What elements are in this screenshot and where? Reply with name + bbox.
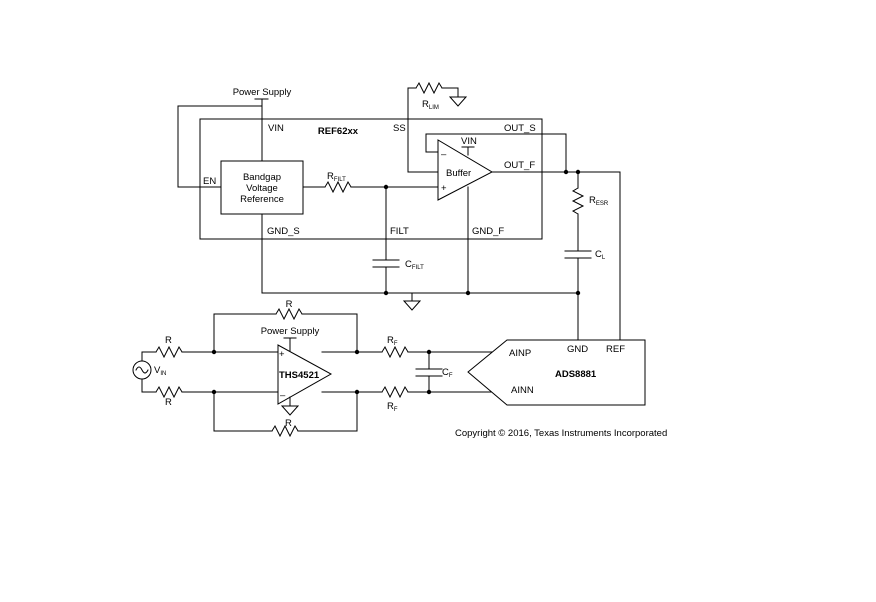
ads8881-adc bbox=[467, 339, 646, 406]
main-ground-icon bbox=[402, 300, 422, 311]
amp-minus-label: – bbox=[280, 390, 286, 401]
power-supply-amp-label: Power Supply bbox=[261, 326, 320, 337]
r-top-label: R bbox=[286, 299, 293, 310]
ths4521-title: THS4521 bbox=[279, 370, 320, 381]
r-in-bottom-label: R bbox=[165, 397, 172, 408]
node-out-top bbox=[354, 349, 360, 355]
rfilt-label: RFILT bbox=[327, 171, 346, 183]
en-wire bbox=[177, 105, 263, 188]
node-gnd-cl bbox=[575, 290, 581, 296]
node-gnd-f bbox=[465, 290, 471, 296]
source-bottom-wire bbox=[141, 378, 157, 393]
feedback-top-right-wire bbox=[301, 313, 358, 353]
ads8881-title: ADS8881 bbox=[555, 369, 597, 380]
ths4521-block: R R R R Power Supply VIN THS4521 + – RF … bbox=[132, 299, 646, 438]
en-label: EN bbox=[203, 176, 216, 187]
rlim-gnd-wire bbox=[441, 87, 459, 98]
power-supply-top-label: Power Supply bbox=[233, 87, 292, 98]
ref62xx-block: Power Supply VIN REF62xx SS OUT_S OUT_F … bbox=[177, 81, 621, 341]
feedback-resistor-bottom bbox=[271, 424, 299, 438]
vin-source-label: VIN bbox=[154, 365, 166, 377]
rf-resistor-top bbox=[381, 345, 409, 359]
gnd-f-label: GND_F bbox=[472, 226, 504, 237]
ainp-label: AINP bbox=[509, 348, 531, 359]
rlim-resistor bbox=[415, 81, 443, 95]
out-s-feedback-wire bbox=[425, 133, 567, 173]
resr-label: RESR bbox=[589, 195, 609, 207]
rf-bottom-label: RF bbox=[387, 401, 398, 413]
r-in-top-label: R bbox=[165, 335, 172, 346]
amp-plus-label: + bbox=[279, 349, 285, 360]
ref62xx-title: REF62xx bbox=[318, 126, 359, 137]
copyright-text: Copyright © 2016, Texas Instruments Inco… bbox=[455, 428, 667, 439]
input-resistor-top bbox=[155, 345, 183, 359]
ref-vin-label: VIN bbox=[268, 123, 284, 134]
cl-label: CL bbox=[595, 249, 606, 261]
cf-label: CF bbox=[442, 367, 453, 379]
feedback-resistor-top bbox=[275, 307, 303, 321]
node-out-s bbox=[563, 169, 569, 175]
rf-resistor-bottom bbox=[381, 385, 409, 399]
amp-ground-icon bbox=[280, 405, 300, 416]
rlim-ground-icon bbox=[448, 96, 468, 107]
rfilt-resistor bbox=[324, 180, 352, 194]
source-top-wire bbox=[141, 351, 157, 362]
rlim-label: RLIM bbox=[422, 99, 439, 111]
resr-resistor bbox=[571, 187, 585, 215]
input-resistor-bottom bbox=[155, 385, 183, 399]
cfilt-label: CFILT bbox=[405, 259, 424, 271]
ref-adc-label: REF bbox=[606, 344, 625, 355]
bandgap-label-3: Reference bbox=[240, 194, 284, 205]
r-bottom-label: R bbox=[285, 418, 292, 429]
node-gnd-cfilt bbox=[383, 290, 389, 296]
bandgap-label-1: Bandgap bbox=[243, 172, 281, 183]
ainn-label: AINN bbox=[511, 385, 534, 396]
ss-label: SS bbox=[393, 123, 406, 134]
node-out-bottom bbox=[354, 389, 360, 395]
sine-glyph bbox=[135, 366, 149, 374]
filt-label: FILT bbox=[390, 226, 409, 237]
ths4521-amplifier bbox=[277, 344, 333, 405]
feedback-top-left-wire bbox=[213, 313, 277, 353]
buffer-amplifier bbox=[437, 139, 494, 201]
buffer-label: Buffer bbox=[446, 168, 471, 179]
gnd-adc-label: GND bbox=[567, 344, 588, 355]
buffer-vin-label: VIN bbox=[461, 136, 477, 147]
bandgap-box bbox=[220, 160, 304, 215]
feedback-bottom-right-wire bbox=[297, 391, 358, 432]
out-s-label: OUT_S bbox=[504, 123, 536, 134]
rf-top-label: RF bbox=[387, 335, 398, 347]
buffer-plus-label: + bbox=[441, 183, 447, 194]
gnd-s-label: GND_S bbox=[267, 226, 300, 237]
ref62xx-box bbox=[199, 118, 543, 240]
out-f-label: OUT_F bbox=[504, 160, 535, 171]
buffer-minus-label: – bbox=[441, 149, 447, 160]
ss-wire bbox=[407, 87, 417, 173]
feedback-bottom-left-wire bbox=[213, 391, 273, 432]
bandgap-label-2: Voltage bbox=[246, 183, 278, 194]
